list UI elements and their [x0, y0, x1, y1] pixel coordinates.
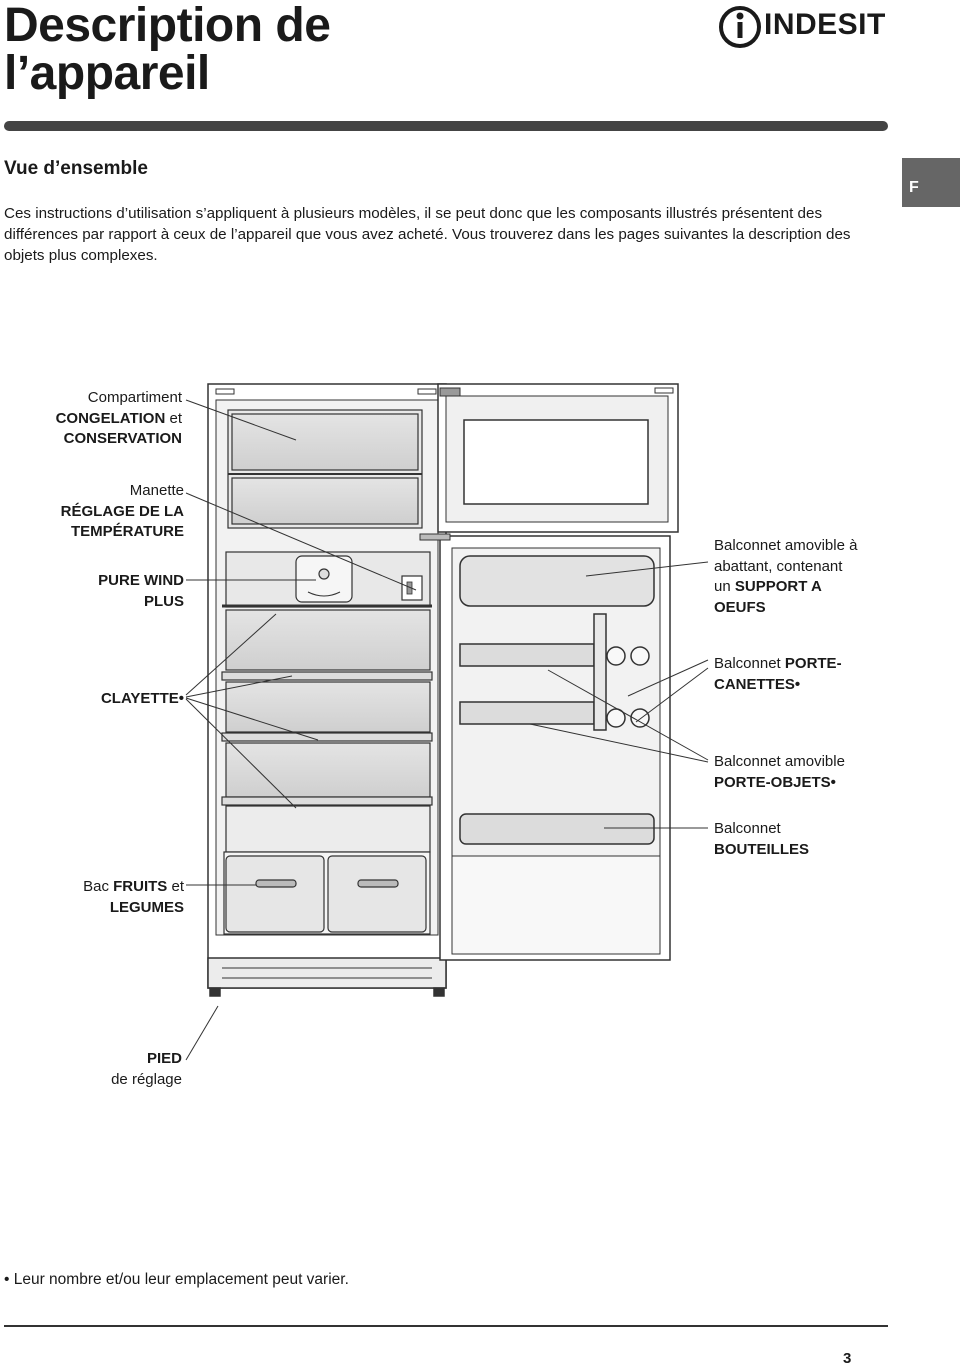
- freezer-compartment: [227, 409, 423, 529]
- freezer-door: [437, 383, 679, 533]
- door-shelf-2[interactable]: [459, 701, 595, 725]
- indesit-logo: INDESIT: [718, 2, 888, 50]
- fridge-door: [419, 533, 671, 961]
- label-balconnet-bouteilles: Balconnet BOUTEILLES: [714, 820, 810, 858]
- shelves: [221, 609, 433, 853]
- crisper-right[interactable]: [327, 855, 427, 933]
- page-title: Description de l’appareil: [4, 0, 331, 100]
- crisper-drawers: [223, 851, 431, 935]
- callout-lines: [185, 399, 709, 1061]
- label-balconnet-objets: Balconnet amovible PORTE-OBJETS•: [714, 753, 845, 791]
- page-number: 3: [843, 1350, 852, 1367]
- can-holder[interactable]: [606, 646, 650, 728]
- egg-balcony[interactable]: [459, 555, 655, 607]
- door-shelf-1[interactable]: [459, 643, 595, 667]
- brand-name: INDESIT: [764, 8, 886, 41]
- shelf-1[interactable]: [221, 671, 433, 681]
- crisper-left[interactable]: [225, 855, 325, 933]
- title-line-2: l’appareil: [4, 47, 210, 100]
- label-pure-wind: PURE WIND PLUS: [98, 572, 184, 610]
- language-tab: F: [902, 158, 960, 207]
- section-subtitle: Vue d’ensemble: [4, 158, 148, 179]
- label-pied: PIED de réglage: [111, 1050, 182, 1088]
- label-bac: Bac FRUITS et LEGUMES: [83, 878, 184, 916]
- shelf-3[interactable]: [221, 796, 433, 806]
- bottle-balcony[interactable]: [459, 813, 655, 845]
- footer-rule: [4, 1325, 888, 1327]
- label-balconnet-canettes: Balconnet PORTE- CANETTES•: [714, 655, 842, 693]
- intro-paragraph: Ces instructions d’utilisation s’appliqu…: [4, 205, 851, 264]
- title-line-1: Description de: [4, 0, 331, 52]
- footnote: • Leur nombre et/ou leur emplacement peu…: [4, 1271, 349, 1288]
- logo-i-icon: [719, 6, 761, 48]
- shelf-2[interactable]: [221, 732, 433, 742]
- label-clayette: CLAYETTE•: [100, 690, 184, 707]
- label-manette: Manette RÉGLAGE DE LA TEMPÉRATURE: [60, 482, 184, 540]
- header-rule: [4, 121, 888, 131]
- label-balconnet-oeufs: Balconnet amovible à abattant, contenant…: [714, 537, 858, 616]
- label-compartiment: Compartiment CONGELATION et CONSERVATION: [55, 389, 182, 447]
